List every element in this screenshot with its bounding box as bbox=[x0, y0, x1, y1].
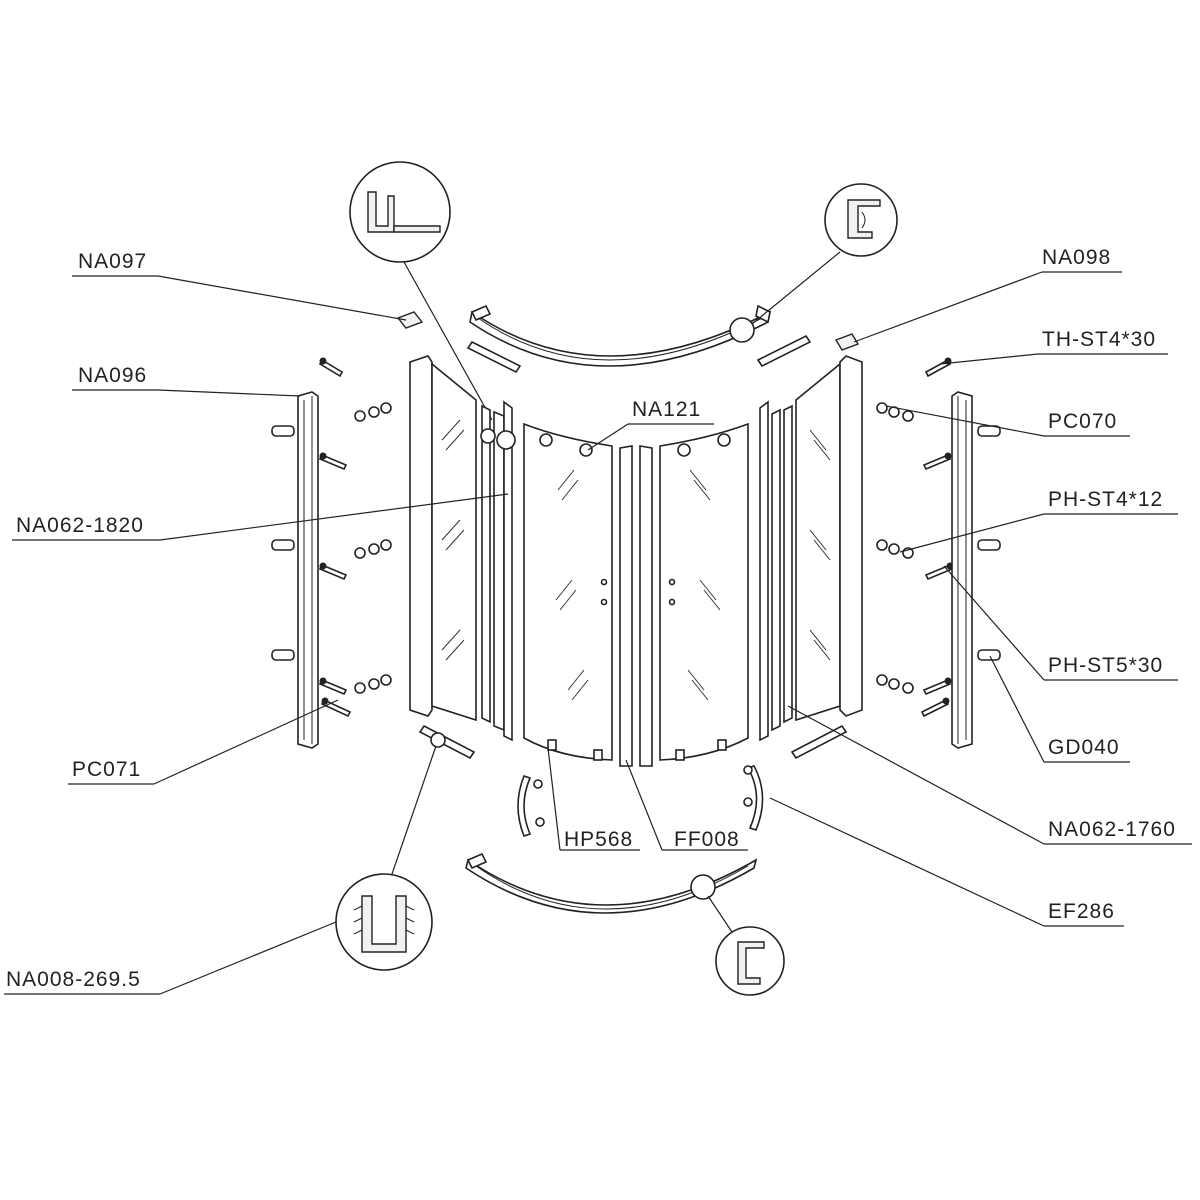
right-screws bbox=[920, 357, 954, 718]
seal-profile-detail-bottom bbox=[335, 745, 437, 971]
label-ff008: FF008 bbox=[674, 828, 740, 851]
left-fixed-panel bbox=[409, 355, 477, 722]
label-pc070: PC070 bbox=[1048, 410, 1117, 433]
seal-profile-detail-top bbox=[349, 161, 493, 421]
right-sliding-door bbox=[659, 422, 749, 761]
top-guide-right bbox=[756, 334, 812, 368]
center-seal-strips bbox=[619, 445, 653, 767]
right-caps bbox=[876, 402, 914, 694]
label-hp568: HP568 bbox=[564, 828, 633, 851]
bottom-guide-right bbox=[790, 724, 848, 760]
label-th-st4-30: TH-ST4*30 bbox=[1042, 328, 1156, 351]
top-left-block bbox=[396, 311, 424, 329]
label-na096: NA096 bbox=[78, 364, 147, 387]
label-pc071: PC071 bbox=[72, 758, 141, 781]
label-na097: NA097 bbox=[78, 250, 147, 273]
label-gd040: GD040 bbox=[1048, 736, 1120, 759]
label-ph-st5-30: PH-ST5*30 bbox=[1048, 654, 1163, 677]
bottom-track-profile-detail bbox=[690, 874, 785, 996]
left-handle bbox=[517, 775, 545, 837]
left-sliding-door bbox=[523, 422, 613, 761]
top-track-profile-detail bbox=[729, 183, 898, 343]
label-na098: NA098 bbox=[1042, 246, 1111, 269]
left-wall-profile bbox=[271, 391, 319, 749]
left-caps bbox=[354, 402, 392, 694]
label-ph-st4-12: PH-ST4*12 bbox=[1048, 488, 1163, 511]
label-na062-1760: NA062-1760 bbox=[1048, 818, 1176, 841]
top-guide-left bbox=[466, 340, 522, 374]
label-ef286: EF286 bbox=[1048, 900, 1115, 923]
bottom-guide-left bbox=[418, 724, 476, 760]
right-seal-strips bbox=[759, 400, 793, 742]
leader-lines bbox=[4, 271, 1192, 995]
left-screws bbox=[318, 357, 352, 718]
top-right-block bbox=[834, 333, 860, 351]
right-fixed-panel bbox=[795, 355, 863, 722]
right-wall-profile bbox=[951, 391, 1001, 749]
top-curved-track bbox=[469, 304, 772, 367]
left-seal-strips bbox=[480, 400, 516, 742]
right-handle bbox=[743, 765, 764, 831]
label-na121: NA121 bbox=[632, 398, 701, 421]
label-na062-1820: NA062-1820 bbox=[16, 514, 144, 537]
label-na008: NA008-269.5 bbox=[6, 968, 141, 991]
